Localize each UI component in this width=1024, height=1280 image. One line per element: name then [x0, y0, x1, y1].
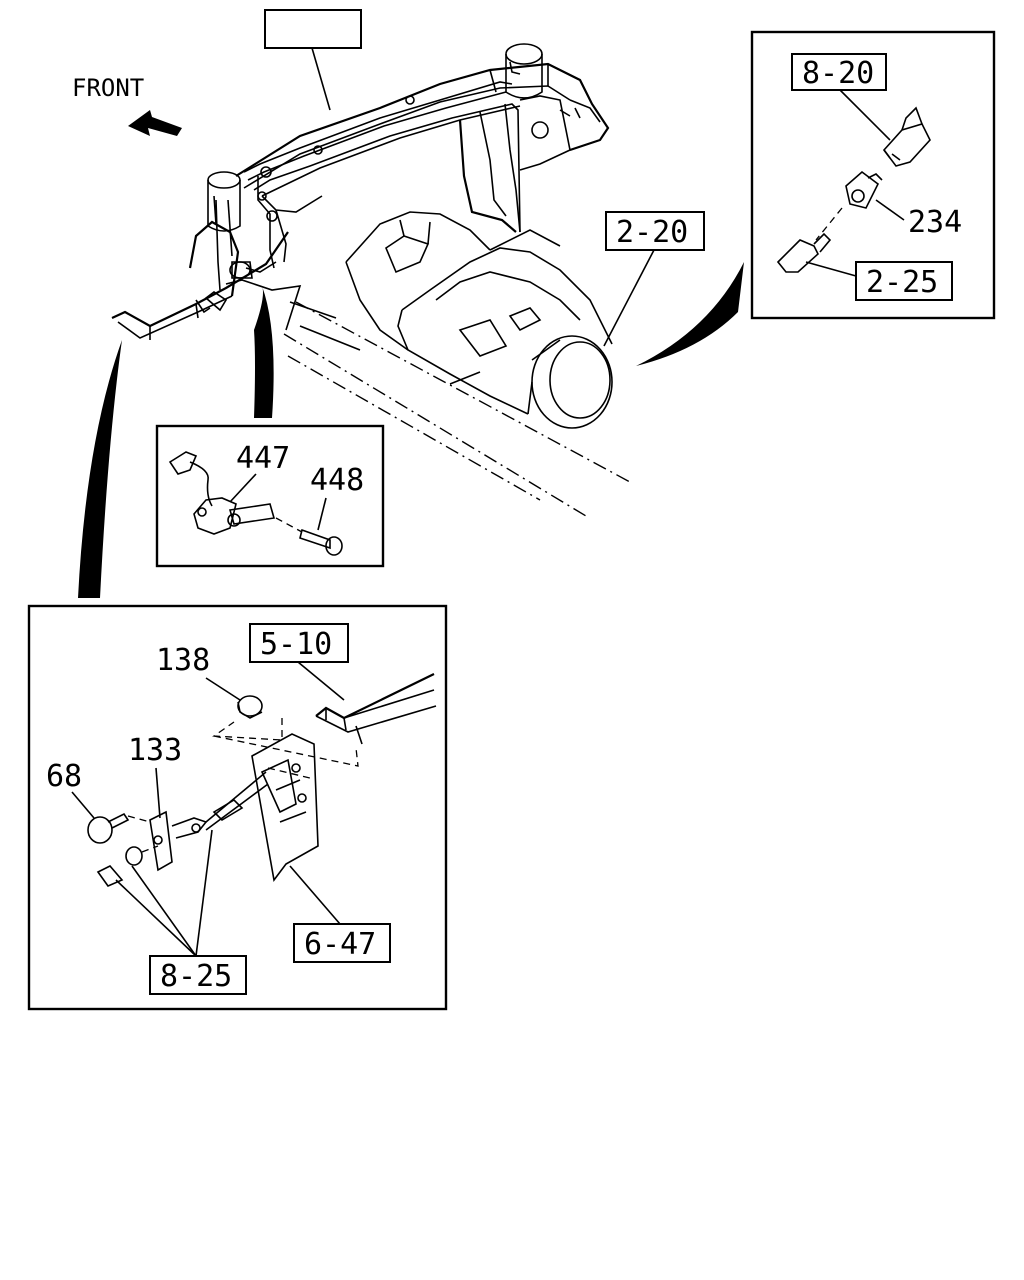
bulb-part	[776, 207, 843, 273]
connector-part	[882, 106, 931, 167]
ref-harness-inset[interactable]: 2-25	[866, 265, 938, 300]
inset-middle: 447 448	[155, 286, 385, 568]
part-138[interactable]: 138	[156, 643, 210, 678]
ref-harness-inset-box	[855, 261, 953, 301]
reservoir-right	[505, 43, 543, 99]
part-138-nut	[237, 695, 263, 719]
part-133-plate	[149, 771, 269, 872]
ref-frame-detail-box	[249, 623, 349, 663]
ref-transmission[interactable]: 2-20	[616, 215, 688, 250]
part-68[interactable]: 68	[46, 759, 82, 794]
ref-frame-main-box	[264, 9, 362, 49]
chassis-centerlines	[283, 301, 631, 517]
inset-bottom-left: 5-10 6-47 138	[27, 340, 448, 1011]
frame-rail	[111, 62, 610, 340]
reservoir-left	[207, 171, 241, 232]
front-arrow-icon	[128, 110, 182, 136]
ref-transmission-box	[605, 211, 705, 251]
bracket-6-47	[212, 718, 359, 882]
ref-harness-lower-box	[149, 955, 247, 995]
washer-parts	[96, 845, 159, 887]
part-68-bolt	[87, 812, 151, 844]
inset-top-right: 8-20 234 2-25	[636, 30, 996, 366]
ref-bracket-box	[293, 923, 391, 963]
part-447[interactable]: 447	[236, 441, 290, 476]
part-234[interactable]: 234	[908, 205, 962, 240]
pipes	[215, 81, 521, 291]
part-447-sensor	[168, 451, 276, 535]
ref-frame-detail[interactable]: 5-10	[260, 627, 332, 662]
part-234-socket	[845, 170, 883, 209]
main-assembly: 5-10 2-20	[111, 9, 705, 517]
ref-harness-top[interactable]: 8-20	[802, 56, 874, 91]
part-448-bolt	[275, 517, 343, 556]
ref-harness-top-box	[791, 53, 887, 91]
ref-bracket[interactable]: 6-47	[304, 927, 376, 962]
part-448[interactable]: 448	[310, 463, 364, 498]
transmission	[345, 211, 613, 429]
front-indicator: FRONT	[72, 74, 182, 136]
detail-frame-rail	[315, 673, 437, 745]
front-label: FRONT	[72, 74, 144, 102]
sensor-mount	[195, 261, 253, 314]
part-133[interactable]: 133	[128, 733, 182, 768]
ref-harness-lower[interactable]: 8-25	[160, 959, 232, 994]
